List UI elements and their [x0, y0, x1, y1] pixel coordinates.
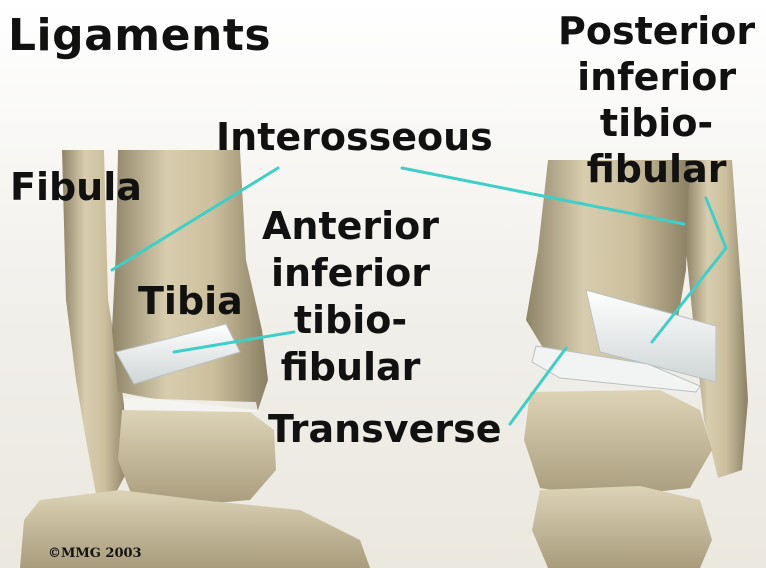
- anterior-inferior-tibiofibular-label: Anterior inferior tibio- fibular: [262, 203, 439, 391]
- posterior-inferior-tibiofibular-label: Posterior inferior tibio- fibular: [558, 8, 755, 192]
- transverse-label: Transverse: [268, 410, 501, 448]
- fibula-label: Fibula: [10, 168, 142, 206]
- interosseous-label: Interosseous: [216, 118, 493, 156]
- posterior-talus-bone: [524, 390, 712, 498]
- aitf-line-3: tibio-: [262, 297, 439, 344]
- pitf-line-4: fibular: [558, 146, 755, 192]
- tibia-label: Tibia: [138, 282, 243, 320]
- aitf-line-4: fibular: [262, 344, 439, 391]
- calcaneus-bone: [532, 486, 712, 568]
- aitf-line-2: inferior: [262, 250, 439, 297]
- aitf-line-1: Anterior: [262, 203, 439, 250]
- pitf-line-3: tibio-: [558, 100, 755, 146]
- pitf-line-1: Posterior: [558, 8, 755, 54]
- diagram-title: Ligaments: [8, 14, 271, 58]
- talus-bone: [118, 410, 276, 506]
- pitf-line-2: inferior: [558, 54, 755, 100]
- copyright-notice: ©MMG 2003: [48, 546, 142, 561]
